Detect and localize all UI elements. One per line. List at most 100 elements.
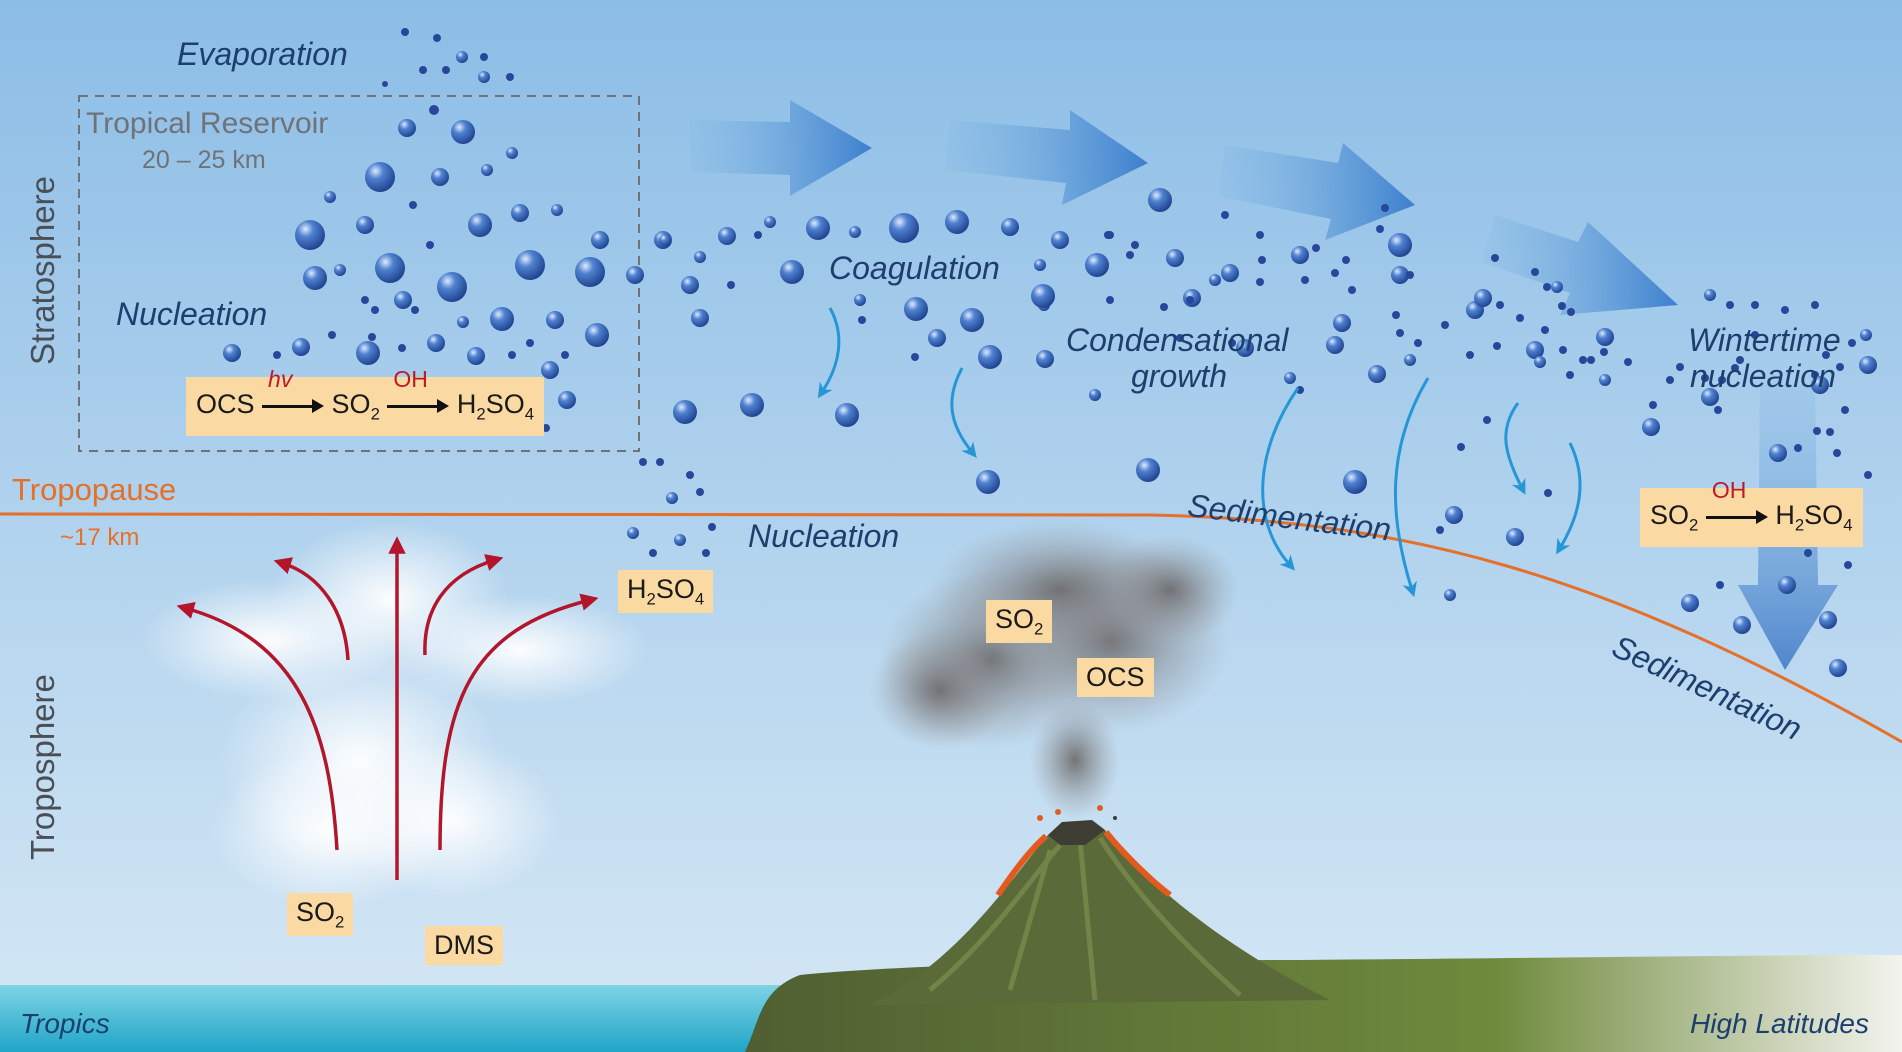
droplet — [1551, 281, 1563, 293]
droplet — [1624, 358, 1632, 366]
droplet — [1860, 329, 1872, 341]
h2so4-species: H2SO4 — [456, 389, 535, 424]
reservoir-reaction-box: OCS hv SO2 OH H2SO4 — [186, 366, 545, 437]
droplet — [1284, 372, 1296, 384]
droplet — [1457, 443, 1465, 451]
droplet — [649, 549, 657, 557]
cloud-dms-box: DMS — [425, 926, 503, 965]
tropopause-height: ~17 km — [60, 524, 140, 551]
droplet — [1312, 244, 1320, 252]
droplet — [659, 234, 671, 246]
droplet — [1716, 581, 1724, 589]
droplet — [411, 306, 419, 314]
droplet — [1541, 326, 1549, 334]
droplet — [457, 316, 469, 328]
droplet — [1406, 271, 1414, 279]
droplet — [627, 527, 639, 539]
cumulus-cloud — [140, 520, 650, 910]
droplet — [904, 297, 928, 321]
droplet — [541, 361, 559, 379]
droplet — [419, 66, 427, 74]
stratosphere-label: Stratosphere — [24, 176, 61, 365]
oh-catalyst: OH — [393, 365, 428, 392]
wintertime-reaction-box: SO2 OH H2SO4 — [1640, 477, 1863, 548]
droplet — [1751, 331, 1759, 339]
droplet — [1769, 444, 1787, 462]
droplet — [1811, 301, 1819, 309]
droplet — [718, 227, 736, 245]
cloud-so2-box: SO2 — [287, 893, 354, 937]
droplet — [945, 210, 969, 234]
droplet — [780, 260, 804, 284]
droplet — [398, 119, 416, 137]
droplet — [1343, 470, 1367, 494]
droplet — [585, 323, 609, 347]
droplet — [1036, 350, 1054, 368]
droplet — [1104, 231, 1112, 239]
droplet — [1600, 348, 1608, 356]
droplet — [1543, 283, 1551, 291]
h2so4-box: H2SO4 — [618, 570, 714, 614]
droplet — [1566, 371, 1574, 379]
droplet — [398, 344, 406, 352]
droplet — [911, 353, 919, 361]
droplet — [978, 345, 1002, 369]
droplet — [1396, 329, 1404, 337]
droplet — [429, 105, 439, 115]
reservoir-range: 20 – 25 km — [142, 146, 266, 174]
nucleation-label-reservoir: Nucleation — [116, 296, 268, 332]
photolysis-arrow: hv — [262, 366, 325, 416]
droplet — [928, 329, 946, 347]
droplet — [1544, 489, 1552, 497]
troposphere-label: Troposphere — [24, 674, 61, 860]
droplet — [1034, 259, 1046, 271]
droplet — [1474, 289, 1492, 307]
droplet — [889, 213, 919, 243]
droplet — [1558, 302, 1566, 310]
droplet — [1496, 301, 1504, 309]
droplet — [273, 351, 281, 359]
tropopause-line — [0, 512, 1902, 744]
droplet — [666, 492, 678, 504]
droplet — [1733, 616, 1751, 634]
droplet — [656, 458, 664, 466]
droplet — [1388, 233, 1412, 257]
hv-catalyst: hv — [268, 365, 293, 392]
ocean — [0, 985, 780, 1052]
droplet — [1579, 356, 1587, 364]
oh-oxidation-arrow: OH — [387, 366, 450, 416]
droplet — [1844, 561, 1852, 569]
droplet — [1301, 276, 1309, 284]
droplet — [506, 147, 518, 159]
nucleation-label-tropopause: Nucleation — [748, 518, 900, 554]
droplet — [1136, 458, 1160, 482]
droplet — [1326, 336, 1344, 354]
droplet — [1778, 576, 1796, 594]
droplet — [1466, 351, 1474, 359]
droplet — [442, 66, 450, 74]
droplet — [1331, 269, 1339, 277]
droplet — [426, 241, 434, 249]
aerosol-droplets — [223, 28, 1877, 677]
droplet — [806, 216, 830, 240]
droplet — [375, 253, 405, 283]
volcanic-plume — [870, 520, 1240, 820]
droplet — [626, 266, 644, 284]
droplet — [639, 458, 647, 466]
droplet — [561, 351, 569, 359]
droplet — [1258, 256, 1266, 264]
droplet — [835, 403, 859, 427]
droplet — [1681, 594, 1699, 612]
updraft-arrows — [176, 536, 599, 880]
droplet — [1736, 356, 1744, 364]
wintertime-oh-arrow: OH — [1705, 477, 1768, 527]
droplet — [1642, 418, 1660, 436]
droplet — [1176, 334, 1184, 342]
droplet — [456, 51, 468, 63]
droplet — [303, 266, 327, 290]
ocs-species: OCS — [196, 389, 255, 419]
droplet — [1414, 339, 1422, 347]
so2-species-wintertime: SO2 — [1650, 500, 1699, 535]
